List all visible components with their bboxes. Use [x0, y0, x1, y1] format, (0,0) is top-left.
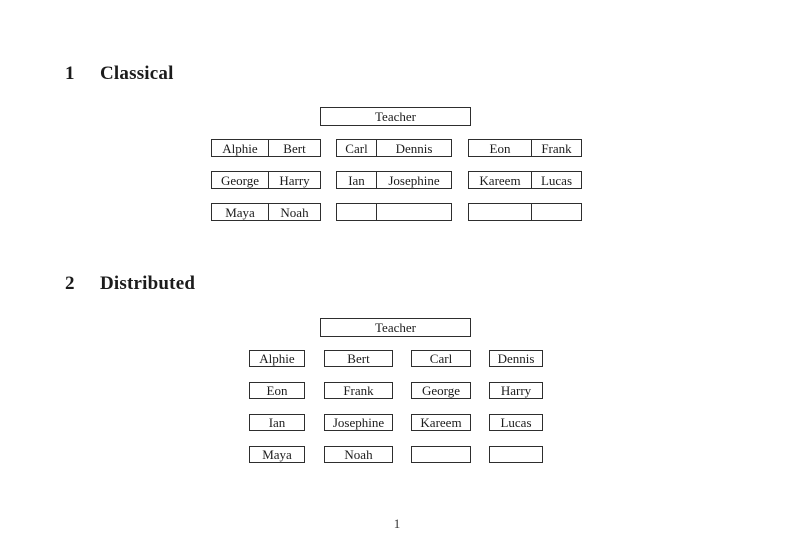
pair-cell-right: Harry — [279, 172, 310, 188]
pair-cell-left: Alphie — [212, 140, 269, 156]
page-number: 1 — [393, 516, 401, 531]
pair-cell-left: Carl — [337, 140, 377, 156]
section-heading-distributed: 2 Distributed — [65, 273, 195, 295]
pair-cell-right: Lucas — [540, 172, 573, 188]
classical-pair-node: Maya Noah — [211, 203, 321, 221]
distributed-node-empty — [489, 446, 543, 463]
pair-cell-left — [469, 204, 532, 220]
distributed-node: Carl — [411, 350, 471, 367]
section-title: Classical — [100, 63, 174, 84]
distributed-node: Frank — [324, 382, 393, 399]
classical-pair-node: Carl Dennis — [336, 139, 452, 157]
distributed-node: Bert — [324, 350, 393, 367]
classical-pair-node: Kareem Lucas — [468, 171, 582, 189]
section-number: 1 — [65, 63, 75, 84]
pair-cell-left: Ian — [337, 172, 377, 188]
classical-pair-node: Eon Frank — [468, 139, 582, 157]
teacher-label: Teacher — [375, 109, 416, 124]
section-title: Distributed — [100, 273, 196, 294]
distributed-node: Dennis — [489, 350, 543, 367]
distributed-node: Maya — [249, 446, 305, 463]
teacher-label: Teacher — [375, 320, 416, 335]
pair-cell-left: George — [212, 172, 269, 188]
pair-cell-left: Maya — [212, 204, 269, 220]
pair-cell-right: Frank — [541, 140, 572, 156]
distributed-node: Alphie — [249, 350, 305, 367]
classical-pair-node: Alphie Bert — [211, 139, 321, 157]
pair-cell-right: Bert — [283, 140, 306, 156]
pair-cell-right: Josephine — [388, 172, 440, 188]
section-heading-classical: 1 Classical — [65, 63, 174, 85]
distributed-node: Kareem — [411, 414, 471, 431]
classical-teacher-node: Teacher — [320, 107, 471, 126]
classical-pair-node: George Harry — [211, 171, 321, 189]
distributed-node: Harry — [489, 382, 543, 399]
pair-cell-left: Kareem — [469, 172, 532, 188]
pair-cell-right — [532, 204, 581, 220]
distributed-teacher-node: Teacher — [320, 318, 471, 337]
distributed-node: Ian — [249, 414, 305, 431]
pair-cell-right: Dennis — [395, 140, 433, 156]
distributed-node: Lucas — [489, 414, 543, 431]
distributed-node-empty — [411, 446, 471, 463]
classical-pair-node: Ian Josephine — [336, 171, 452, 189]
distributed-node: Josephine — [324, 414, 393, 431]
classical-pair-node-empty — [336, 203, 452, 221]
pair-cell-left — [337, 204, 377, 220]
distributed-node: Noah — [324, 446, 393, 463]
pair-cell-left: Eon — [469, 140, 532, 156]
section-number: 2 — [65, 273, 75, 294]
pair-cell-right: Noah — [280, 204, 309, 220]
distributed-node: George — [411, 382, 471, 399]
classical-pair-node-empty — [468, 203, 582, 221]
distributed-node: Eon — [249, 382, 305, 399]
pair-cell-right — [377, 204, 451, 220]
